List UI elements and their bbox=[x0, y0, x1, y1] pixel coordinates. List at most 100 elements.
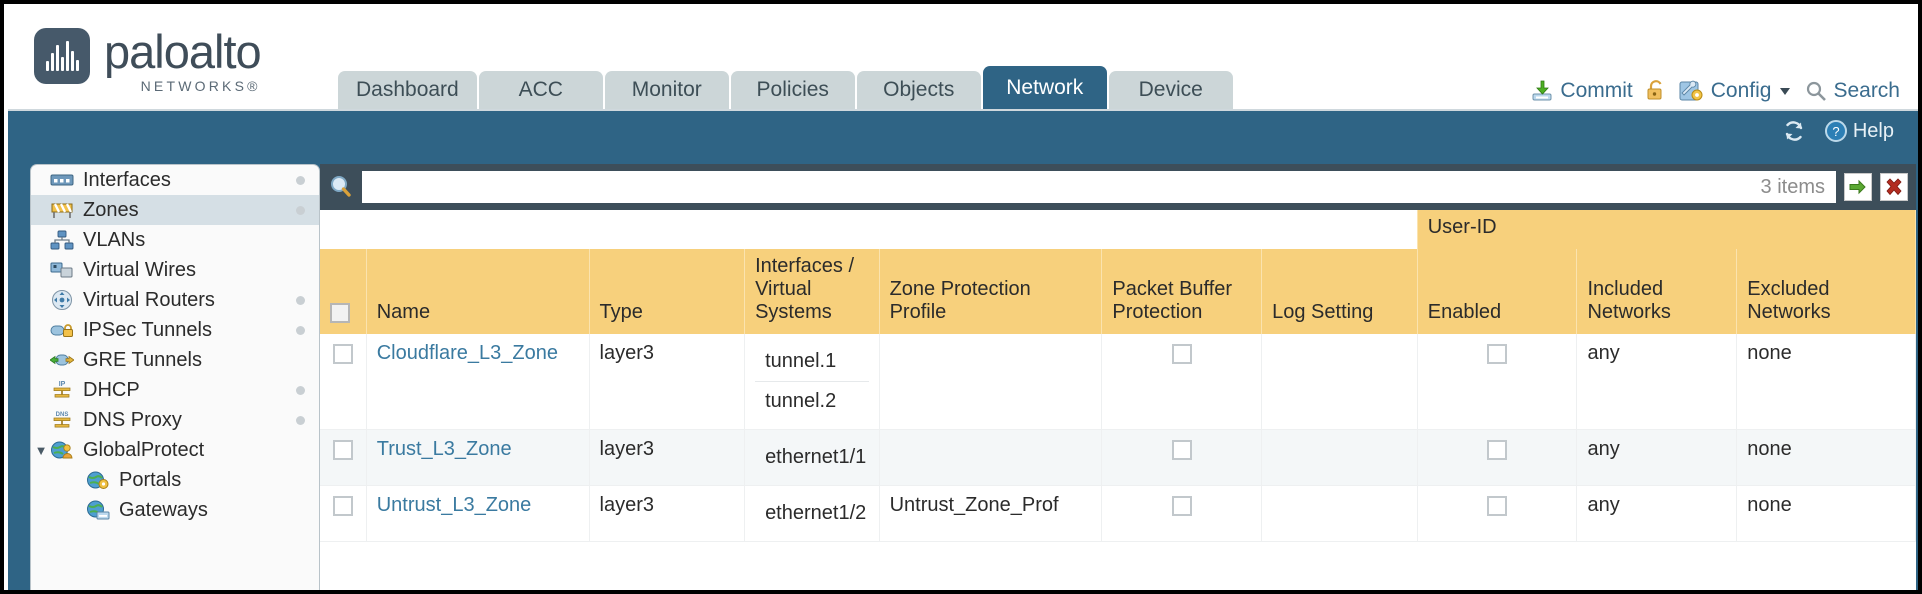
cell-zone-protection-profile bbox=[879, 429, 1103, 486]
help-button[interactable]: ? Help bbox=[1824, 119, 1894, 143]
status-dot bbox=[296, 205, 305, 215]
dhcp-icon: IP bbox=[49, 380, 75, 400]
top-header: paloalto NETWORKS® Dashboard ACC Monitor… bbox=[8, 8, 1918, 111]
zone-name-link[interactable]: Cloudflare_L3_Zone bbox=[376, 342, 558, 364]
lock-button[interactable] bbox=[1645, 79, 1667, 103]
cell-interfaces: ethernet1/2 bbox=[744, 485, 880, 542]
cell-userid-enabled bbox=[1417, 485, 1578, 542]
dns-proxy-icon: DNS bbox=[49, 410, 75, 430]
sidebar-item-gre-tunnels[interactable]: GRE Tunnels bbox=[31, 345, 319, 375]
tab-device[interactable]: Device bbox=[1108, 71, 1233, 109]
column-header-zone-protection-profile[interactable]: Zone Protection Profile bbox=[879, 249, 1103, 334]
zone-name-link[interactable]: Trust_L3_Zone bbox=[376, 438, 512, 460]
sidebar-item-interfaces[interactable]: Interfaces bbox=[31, 165, 319, 195]
ipsec-tunnels-icon bbox=[49, 320, 75, 340]
virtual-wires-icon bbox=[49, 260, 75, 280]
sidebar-item-virtual-wires[interactable]: Virtual Wires bbox=[31, 255, 319, 285]
config-gear-icon bbox=[1679, 79, 1705, 103]
column-header-name[interactable]: Name bbox=[366, 249, 590, 334]
table-row[interactable]: Trust_L3_Zone layer3 ethernet1/1 bbox=[320, 429, 1916, 486]
row-checkbox[interactable] bbox=[332, 495, 353, 516]
search-input[interactable]: 3 items bbox=[362, 171, 1836, 203]
cell-zone-protection-profile: Untrust_Zone_Prof bbox=[879, 485, 1103, 542]
padlock-icon bbox=[1645, 79, 1667, 103]
column-header-packet-buffer-protection[interactable]: Packet Buffer Protection bbox=[1101, 249, 1263, 334]
filter-bar: 3 items bbox=[320, 164, 1916, 210]
packet-buffer-protection-checkbox[interactable] bbox=[1171, 343, 1192, 364]
column-header-included-networks[interactable]: Included Networks bbox=[1576, 249, 1738, 334]
cell-userid-enabled bbox=[1417, 429, 1578, 486]
column-header-excluded-networks[interactable]: Excluded Networks bbox=[1736, 249, 1916, 334]
packet-buffer-protection-checkbox[interactable] bbox=[1171, 495, 1192, 516]
interface-item: ethernet1/2 bbox=[765, 502, 867, 524]
sidebar-item-label: VLANs bbox=[83, 228, 146, 251]
column-header-log-setting[interactable]: Log Setting bbox=[1261, 249, 1418, 334]
search-button[interactable]: Search bbox=[1805, 79, 1900, 103]
expand-caret-icon[interactable]: ▼ bbox=[34, 442, 48, 458]
zones-table: User-ID Name Type Interfaces / Virtual S… bbox=[320, 210, 1916, 542]
tab-policies[interactable]: Policies bbox=[730, 71, 855, 109]
sidebar-item-vlans[interactable]: VLANs bbox=[31, 225, 319, 255]
brand-subtitle: NETWORKS® bbox=[140, 78, 261, 94]
userid-enabled-checkbox[interactable] bbox=[1487, 439, 1508, 460]
clear-filter-button[interactable] bbox=[1880, 173, 1908, 201]
sidebar-item-label: GRE Tunnels bbox=[83, 348, 202, 371]
table-row[interactable]: Untrust_L3_Zone layer3 ethernet1/2 Untru… bbox=[320, 485, 1916, 542]
sub-header-band: ? Help bbox=[8, 111, 1918, 156]
tab-dashboard[interactable]: Dashboard bbox=[338, 71, 477, 109]
sidebar-item-globalprotect[interactable]: ▼ GlobalProtect bbox=[31, 435, 319, 465]
cell-excluded-networks: none bbox=[1736, 485, 1916, 542]
filter-search-icon[interactable] bbox=[328, 174, 354, 200]
status-dot bbox=[296, 295, 305, 305]
cell-packet-buffer-protection bbox=[1101, 334, 1263, 430]
help-icon: ? bbox=[1824, 119, 1848, 143]
item-count: 3 items bbox=[1760, 175, 1825, 198]
table-group-header-row: User-ID bbox=[320, 210, 1916, 249]
sidebar-item-gateways[interactable]: Gateways bbox=[31, 495, 319, 525]
status-dot bbox=[296, 325, 305, 335]
cell-name: Trust_L3_Zone bbox=[366, 429, 590, 486]
sidebar-item-label: Interfaces bbox=[83, 168, 171, 191]
help-label: Help bbox=[1852, 119, 1894, 142]
green-arrow-icon bbox=[1849, 179, 1866, 195]
chevron-down-icon bbox=[1777, 83, 1793, 99]
select-all-checkbox[interactable] bbox=[330, 302, 350, 323]
tab-monitor[interactable]: Monitor bbox=[604, 71, 729, 109]
table-row[interactable]: Cloudflare_L3_Zone layer3 tunnel.1 tunne… bbox=[320, 334, 1916, 430]
sidebar-item-ipsec-tunnels[interactable]: IPSec Tunnels bbox=[31, 315, 319, 345]
sidebar-item-virtual-routers[interactable]: Virtual Routers bbox=[31, 285, 319, 315]
sidebar-item-label: Virtual Routers bbox=[83, 288, 215, 311]
sidebar-item-dhcp[interactable]: IP DHCP bbox=[31, 375, 319, 405]
cell-name: Cloudflare_L3_Zone bbox=[366, 334, 590, 430]
status-dot bbox=[296, 175, 305, 185]
cell-type: layer3 bbox=[589, 334, 746, 430]
gateways-icon bbox=[85, 500, 111, 520]
apply-filter-button[interactable] bbox=[1844, 173, 1872, 201]
tab-objects[interactable]: Objects bbox=[856, 71, 981, 109]
tab-network[interactable]: Network bbox=[982, 66, 1107, 109]
red-x-icon bbox=[1886, 178, 1902, 196]
refresh-button[interactable] bbox=[1782, 119, 1806, 143]
column-header-interfaces[interactable]: Interfaces / Virtual Systems bbox=[744, 249, 880, 334]
sidebar-item-zones[interactable]: Zones bbox=[31, 195, 319, 225]
column-header-type[interactable]: Type bbox=[589, 249, 746, 334]
row-checkbox[interactable] bbox=[332, 343, 353, 364]
cell-type: layer3 bbox=[589, 429, 746, 486]
sidebar-item-dns-proxy[interactable]: DNS DNS Proxy bbox=[31, 405, 319, 435]
tab-acc[interactable]: ACC bbox=[478, 71, 603, 109]
commit-button[interactable]: Commit bbox=[1530, 79, 1633, 103]
user-id-group-header: User-ID bbox=[1417, 210, 1916, 249]
status-dot bbox=[296, 385, 305, 395]
sidebar-item-portals[interactable]: Portals bbox=[31, 465, 319, 495]
packet-buffer-protection-checkbox[interactable] bbox=[1171, 439, 1192, 460]
sidebar-item-label: DHCP bbox=[83, 378, 140, 401]
cell-log-setting bbox=[1261, 485, 1418, 542]
row-checkbox[interactable] bbox=[332, 439, 353, 460]
commit-download-icon bbox=[1530, 79, 1554, 103]
logo-mark-icon bbox=[34, 28, 90, 84]
config-menu[interactable]: Config bbox=[1679, 79, 1794, 103]
userid-enabled-checkbox[interactable] bbox=[1487, 343, 1508, 364]
userid-enabled-checkbox[interactable] bbox=[1487, 495, 1508, 516]
column-header-enabled[interactable]: Enabled bbox=[1417, 249, 1578, 334]
zone-name-link[interactable]: Untrust_L3_Zone bbox=[376, 494, 532, 516]
